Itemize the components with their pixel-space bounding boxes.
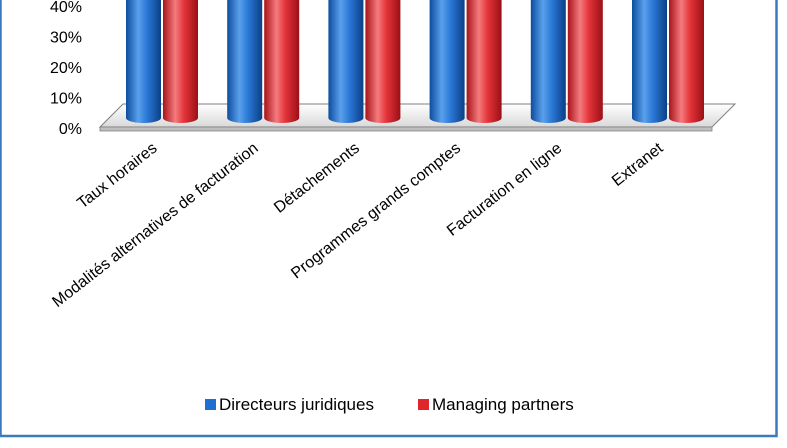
- chart-border: [0, 0, 778, 438]
- legend-label: Directeurs juridiques: [219, 395, 374, 414]
- bar-body: [264, 0, 300, 123]
- bar: [530, 0, 566, 123]
- bar-body: [328, 0, 364, 123]
- bar-body: [126, 0, 161, 123]
- bar: [466, 0, 502, 123]
- y-tick-label: 20%: [50, 60, 82, 77]
- x-category-label: Détachements: [271, 140, 363, 217]
- bar: [669, 0, 704, 123]
- bar: [227, 0, 263, 123]
- bar-body: [227, 0, 263, 123]
- bar-body: [632, 0, 667, 123]
- bar-body: [365, 0, 401, 123]
- bar: [328, 0, 364, 123]
- legend-swatch: [418, 399, 429, 410]
- bar: [365, 0, 401, 123]
- x-category-label: Taux horaires: [74, 140, 160, 213]
- bar-body: [567, 0, 603, 123]
- legend: Directeurs juridiques Managing partners: [205, 395, 574, 414]
- y-tick-label: 10%: [50, 91, 82, 108]
- plot-floor-edge: [99, 126, 713, 132]
- bar: [264, 0, 300, 123]
- legend-swatch: [205, 399, 216, 410]
- bar-body: [163, 0, 198, 123]
- bar: [429, 0, 465, 123]
- bars-layer: [126, 0, 704, 123]
- bar-body: [466, 0, 502, 123]
- bar: [163, 0, 198, 123]
- bar: [567, 0, 603, 123]
- legend-item: Managing partners: [418, 395, 574, 414]
- y-tick-label: 40%: [50, 0, 82, 16]
- bar-body: [669, 0, 704, 123]
- bar: [632, 0, 667, 123]
- x-category-label: Programmes grands comptes: [288, 140, 464, 283]
- bar-body: [530, 0, 566, 123]
- x-category-label: Modalités alternatives de facturation: [49, 140, 261, 311]
- bar-body: [429, 0, 465, 123]
- y-tick-label: 0%: [59, 121, 82, 138]
- y-axis-ticks: 0% 10% 20% 30% 40%: [50, 0, 82, 138]
- legend-item: Directeurs juridiques: [205, 395, 374, 414]
- x-category-label: Extranet: [609, 139, 667, 189]
- legend-label: Managing partners: [432, 395, 574, 414]
- y-tick-label: 30%: [50, 30, 82, 47]
- bar: [126, 0, 161, 123]
- x-category-label: Facturation en ligne: [444, 140, 565, 240]
